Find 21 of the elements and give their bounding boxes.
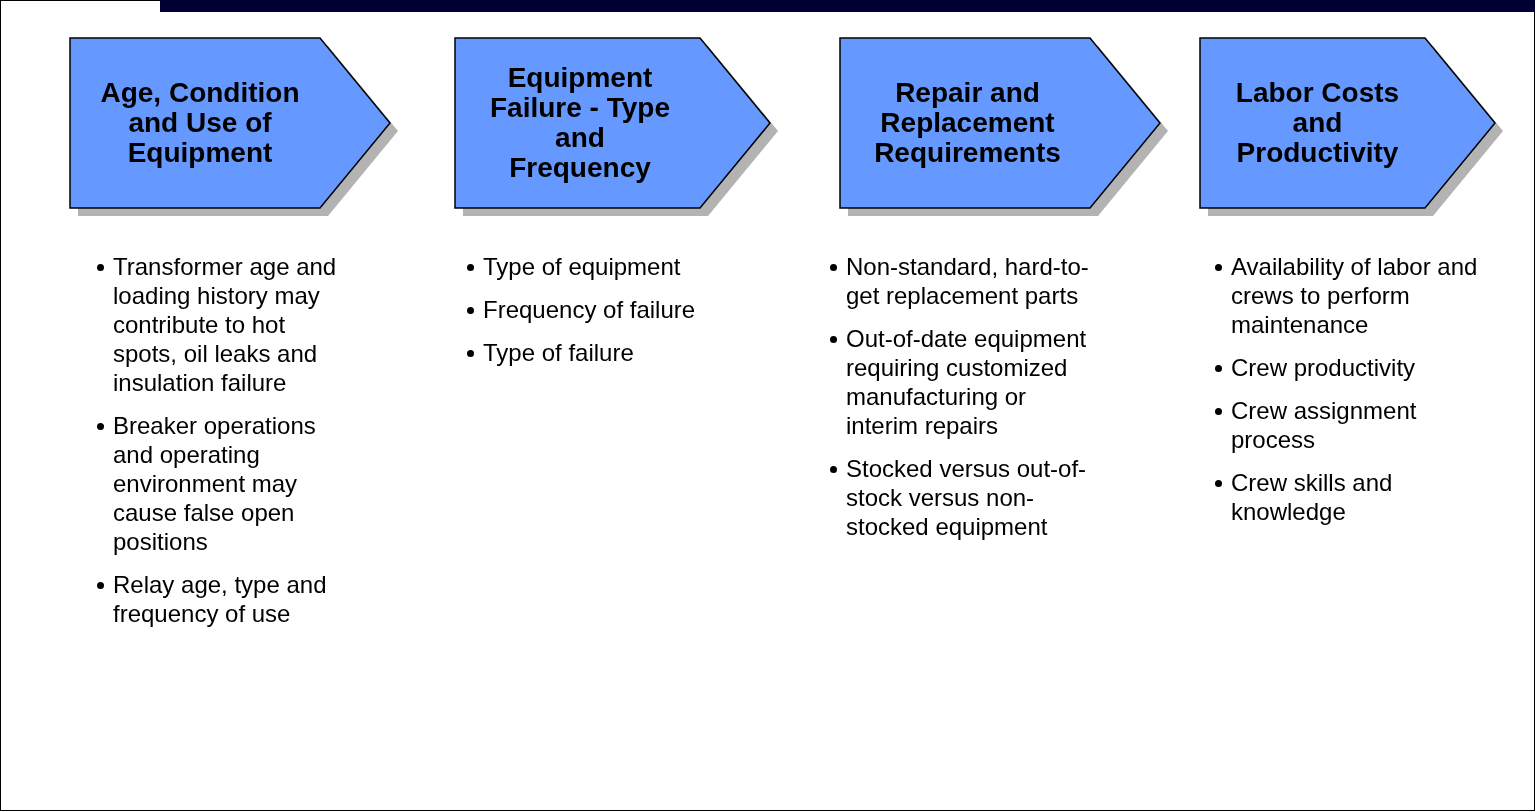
banner-label: Age, Condition and Use of Equipment <box>100 78 300 168</box>
banner-label: Equipment Failure - Type and Frequency <box>489 63 671 183</box>
bullet-text: Crew skills and knowledge <box>1231 469 1393 525</box>
bullet-text: Out-of-date equipment requiring customized manufacturing or interim repairs <box>846 325 1087 439</box>
step-banner <box>840 38 1168 216</box>
banner-label: Labor Costs and Productivity <box>1234 78 1401 168</box>
bullet-text: Relay age, type and frequency of use <box>113 571 327 627</box>
bullet-text: Transformer age and loading history may contribute to hot spots, oil leaks and insulation failure <box>113 253 337 396</box>
banner-label: Repair and Replacement Requirements <box>873 78 1062 168</box>
bullet-text: Non-standard, hard-to-get replacement parts <box>846 253 1089 309</box>
step-banner <box>1200 38 1503 216</box>
bullet-text: Crew productivity <box>1231 354 1416 381</box>
bullet-text: Stocked versus out-of-stock versus non-stocked equipment <box>846 455 1087 540</box>
step-banner <box>455 38 778 216</box>
bullet-text: Availability of labor and crews to perform maintenance <box>1231 253 1478 338</box>
bullet-text: Crew assignment process <box>1231 397 1417 453</box>
bullet-text: Breaker operations and operating environment may cause false open positions <box>113 412 316 555</box>
bullet-text: Type of failure <box>483 339 634 366</box>
bullet-text: Type of equipment <box>483 253 681 280</box>
step-banner <box>70 38 398 216</box>
bullet-text: Frequency of failure <box>483 296 696 323</box>
